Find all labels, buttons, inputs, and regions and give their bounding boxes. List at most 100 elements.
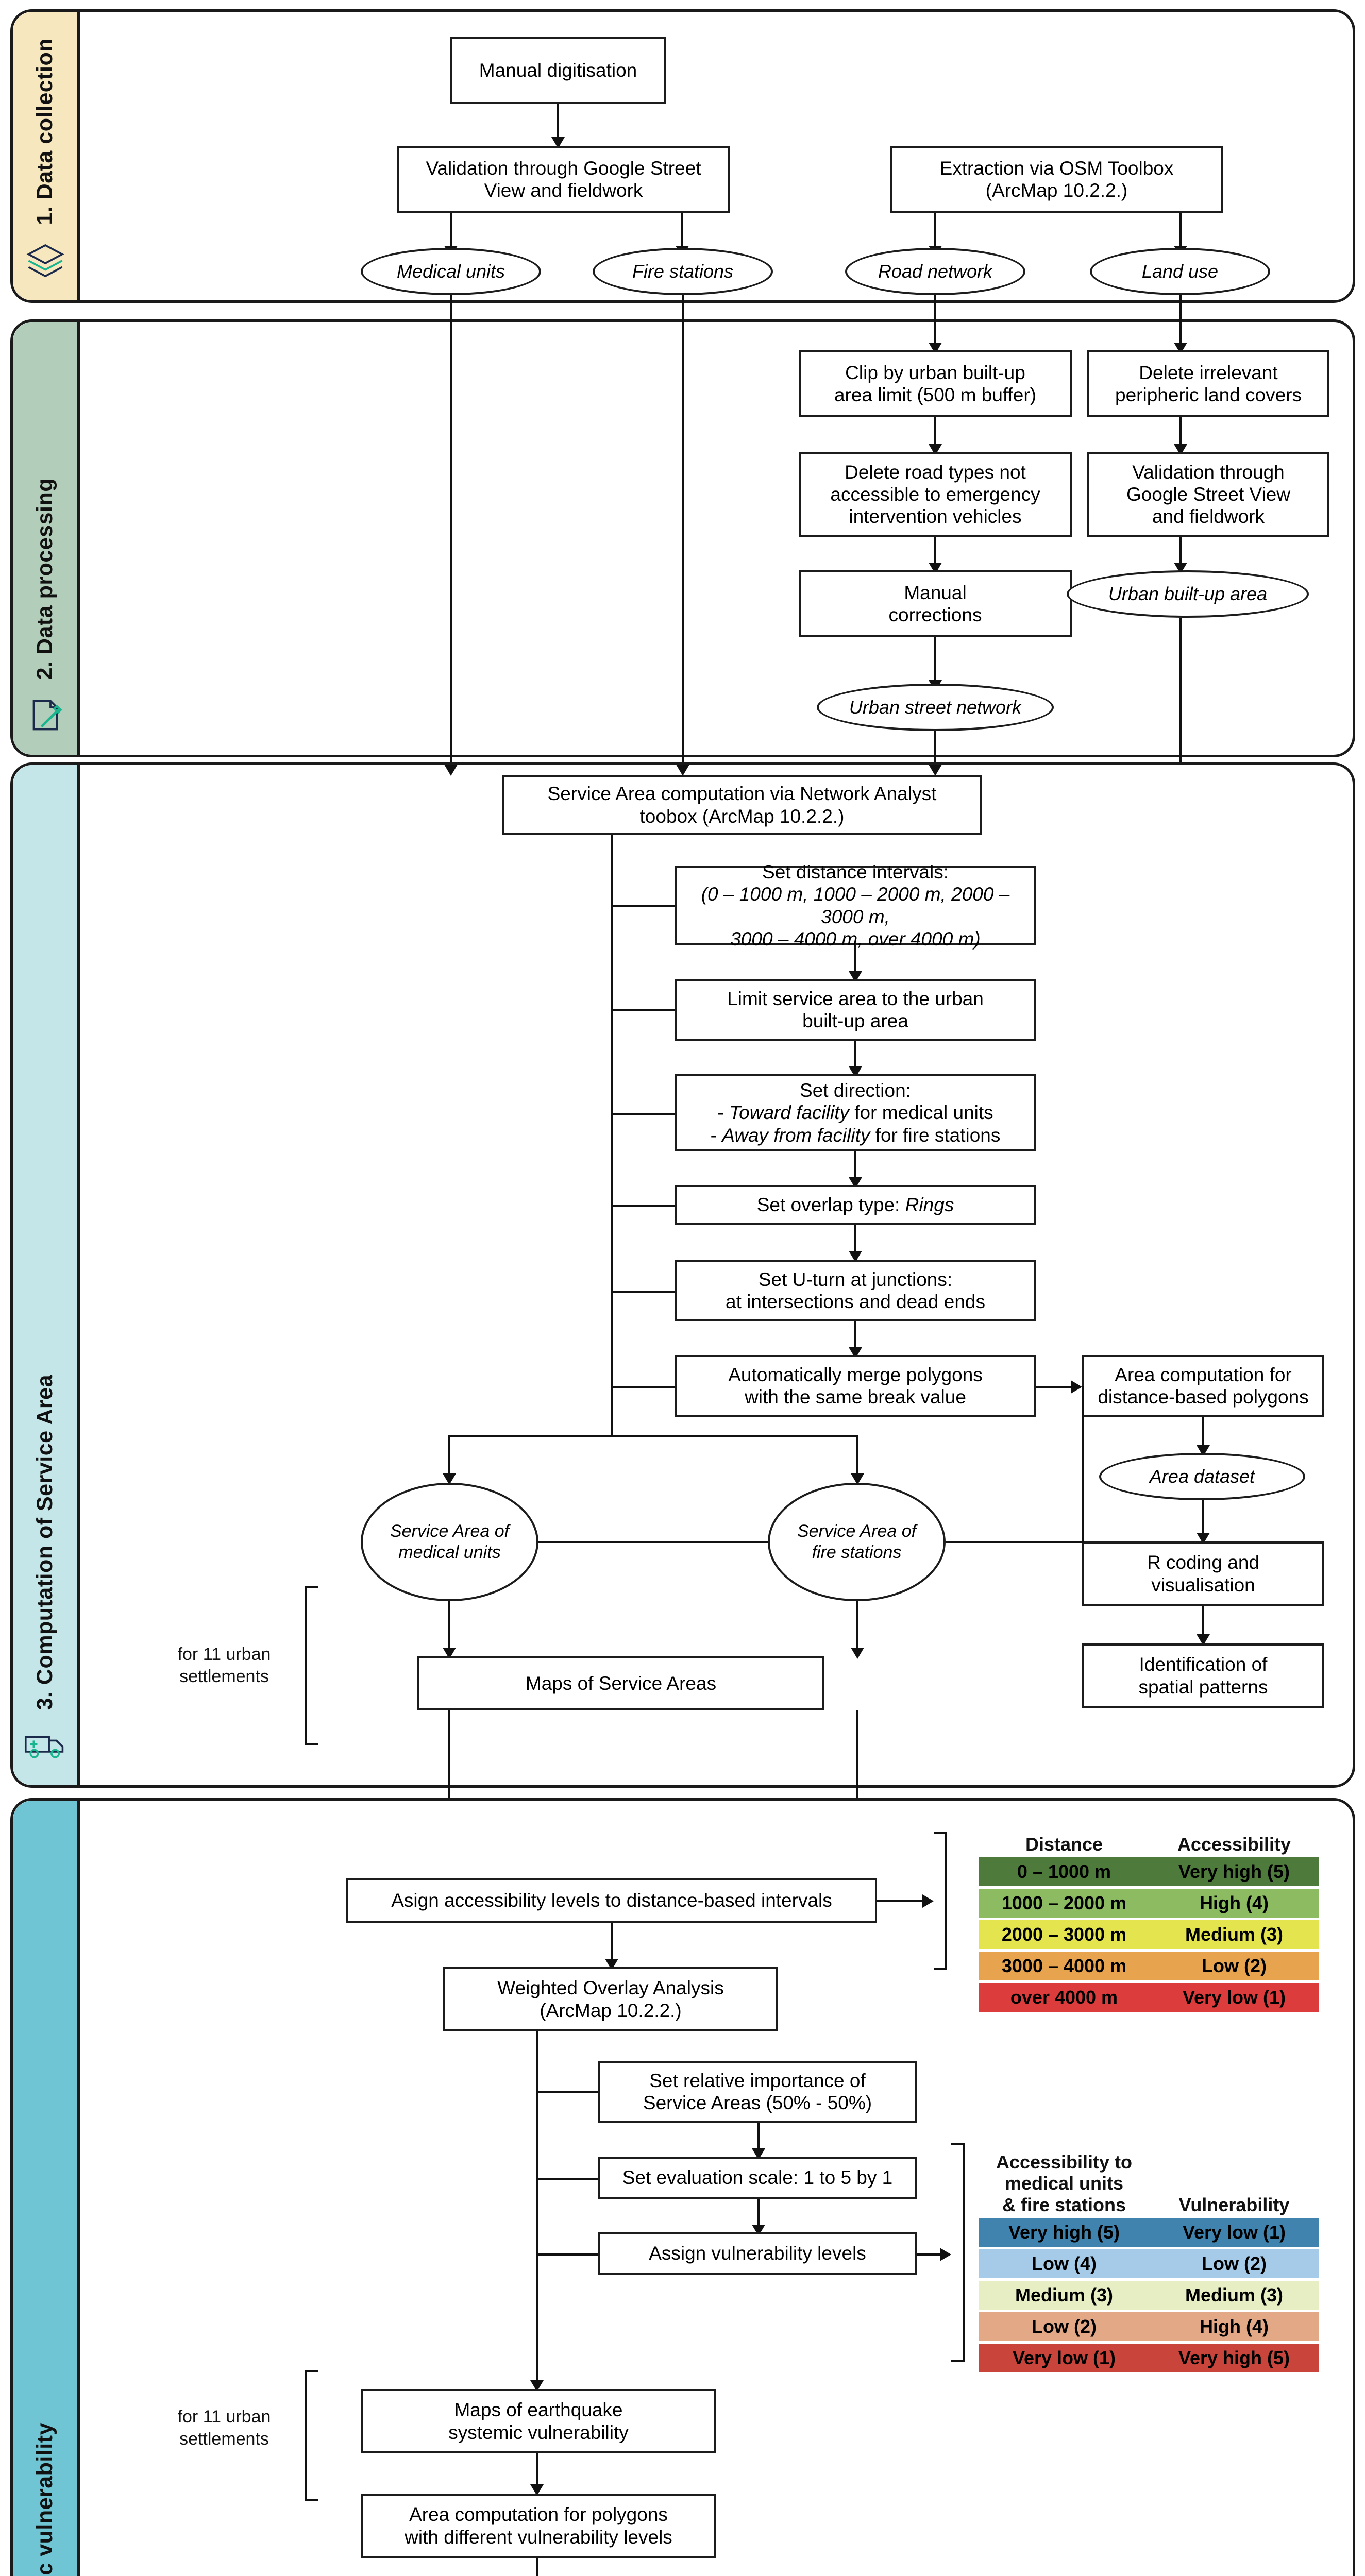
node-label: Service Area of medical units: [390, 1521, 510, 1562]
node-label: Land use: [1141, 261, 1219, 282]
node-set-overlap-type[interactable]: Set overlap type: Rings: [675, 1185, 1036, 1225]
node-direction-line-1: - Toward facility for medical units: [712, 1101, 998, 1124]
connector-fire-down: [682, 295, 684, 769]
node-label: Set relative importance of Service Areas…: [643, 2070, 872, 2113]
node-validation-gsv-1[interactable]: Validation through Google Street View an…: [397, 146, 730, 213]
node-merge-polygons[interactable]: Automatically merge polygons with the sa…: [675, 1355, 1036, 1417]
node-label: Urban street network: [849, 697, 1022, 718]
node-set-uturn[interactable]: Set U-turn at junctions: at intersection…: [675, 1260, 1036, 1321]
node-assign-vulnerability[interactable]: Assign vulnerability levels: [598, 2232, 917, 2275]
legend-header-distance: Distance: [1025, 1833, 1103, 1855]
node-label: Road network: [878, 261, 993, 282]
legend-accessibility-header: Distance Accessibility: [979, 1818, 1319, 1855]
node-label: Limit service area to the urban built-up…: [727, 988, 984, 1031]
node-set-direction[interactable]: Set direction: - Toward facility for med…: [675, 1074, 1036, 1151]
bracket-accessibility-legend: [934, 1832, 947, 1970]
node-label: Area computation for distance-based poly…: [1098, 1364, 1309, 1408]
legend-cell-right: Very low (1): [1182, 1987, 1286, 2008]
node-maps-service-areas[interactable]: Maps of Service Areas: [417, 1656, 824, 1710]
section-4-tab: 4. Mapping systemic vulnerability: [13, 1801, 80, 2576]
node-fire-stations[interactable]: Fire stations: [593, 248, 773, 295]
emphasis: Toward facility: [729, 1102, 849, 1124]
legend-row: Medium (3)Medium (3): [979, 2281, 1319, 2310]
node-label: Set evaluation scale: 1 to 5 by 1: [622, 2167, 893, 2189]
legend-cell-right: Very high (5): [1178, 2347, 1290, 2368]
node-delete-road-types[interactable]: Delete road types not accessible to emer…: [799, 452, 1072, 537]
node-set-distance-intervals[interactable]: Set distance intervals: (0 – 1000 m, 100…: [675, 861, 1036, 950]
node-label: Delete irrelevant peripheric land covers: [1115, 362, 1302, 405]
legend-cell-left: Medium (3): [1015, 2284, 1113, 2306]
connector-settings-spine: [611, 835, 613, 1437]
node-delete-land-covers[interactable]: Delete irrelevant peripheric land covers: [1087, 350, 1329, 417]
node-manual-corrections[interactable]: Manual corrections: [799, 570, 1072, 637]
section-2-title: 2. Data processing: [32, 478, 57, 680]
section-2-tab: 2. Data processing: [13, 322, 80, 755]
node-label: R coding and visualisation: [1147, 1552, 1260, 1596]
dash: -: [710, 1124, 722, 1146]
rest: for medical units: [849, 1102, 993, 1124]
node-urban-builtup-area[interactable]: Urban built-up area: [1067, 570, 1309, 618]
node-maps-vulnerability[interactable]: Maps of earthquake systemic vulnerabilit…: [361, 2389, 716, 2453]
ambulance-icon: [23, 1723, 68, 1768]
legend-cell-left: Very low (1): [1012, 2347, 1116, 2368]
node-label: Automatically merge polygons with the sa…: [728, 1364, 983, 1408]
emphasis: Rings: [905, 1194, 954, 1216]
node-land-use[interactable]: Land use: [1090, 248, 1270, 295]
node-r-coding-s3[interactable]: R coding and visualisation: [1082, 1541, 1324, 1606]
node-label: Area dataset: [1149, 1466, 1255, 1487]
node-medical-units[interactable]: Medical units: [361, 248, 541, 295]
node-weighted-overlay[interactable]: Weighted Overlay Analysis (ArcMap 10.2.2…: [443, 1967, 778, 2031]
node-label: Fire stations: [632, 261, 734, 282]
node-urban-street-network[interactable]: Urban street network: [817, 684, 1054, 731]
node-service-area-fire[interactable]: Service Area of fire stations: [768, 1483, 946, 1601]
node-label: Weighted Overlay Analysis (ArcMap 10.2.2…: [497, 1977, 724, 2021]
legend-cell-left: 2000 – 3000 m: [1001, 1924, 1127, 1945]
legend-cell-left: Low (4): [1032, 2253, 1097, 2274]
node-area-computation-distance[interactable]: Area computation for distance-based poly…: [1082, 1355, 1324, 1417]
section-3-tab: 3. Computation of Service Area: [13, 765, 80, 1785]
prefix: Set overlap type:: [756, 1194, 905, 1216]
node-manual-digitisation[interactable]: Manual digitisation: [450, 37, 666, 104]
legend-row: Very low (1) Very high (5): [979, 2344, 1319, 2372]
section-4-title: 4. Mapping systemic vulnerability: [32, 2422, 58, 2576]
node-road-network[interactable]: Road network: [845, 248, 1025, 295]
legend-cell-left: Low (2): [1032, 2316, 1097, 2337]
node-set-relative-importance[interactable]: Set relative importance of Service Areas…: [598, 2061, 917, 2123]
node-identification-s3[interactable]: Identification of spatial patterns: [1082, 1643, 1324, 1708]
node-clip-buffer[interactable]: Clip by urban built-up area limit (500 m…: [799, 350, 1072, 417]
node-assign-accessibility[interactable]: Asign accessibility levels to distance-b…: [346, 1878, 877, 1923]
node-area-computation-polygons[interactable]: Area computation for polygons with diffe…: [361, 2494, 716, 2558]
node-label: Validation through Google Street View an…: [426, 157, 701, 201]
legend-cell-right: Medium (3): [1185, 1924, 1283, 1945]
node-extraction-osm[interactable]: Extraction via OSM Toolbox (ArcMap 10.2.…: [890, 146, 1223, 213]
legend-cell-right: Low (2): [1202, 2253, 1267, 2274]
legend-vulnerability-rows: Very high (5) Very low (1) Low (4) Low (2) M…: [979, 2218, 1319, 2372]
node-service-area-medical[interactable]: Service Area of medical units: [361, 1483, 538, 1601]
node-service-area-computation[interactable]: Service Area computation via Network Ana…: [502, 775, 982, 835]
emphasis: Away from facility: [722, 1124, 870, 1146]
node-limit-service-area[interactable]: Limit service area to the urban built-up…: [675, 979, 1036, 1041]
section-3-title: 3. Computation of Service Area: [32, 1374, 57, 1710]
node-validation-gsv-2[interactable]: Validation through Google Street View an…: [1087, 452, 1329, 537]
legend-cell-right: Low (2): [1202, 1955, 1267, 1976]
legend-cell-right: Very high (5): [1178, 1861, 1290, 1882]
node-label: Maps of Service Areas: [525, 1672, 717, 1694]
legend-row: Low (2)High (4): [979, 2312, 1319, 2341]
bracket-label-s4: for 11 urban settlements: [177, 2407, 271, 2449]
bracket-11-settlements-s3: [305, 1586, 318, 1745]
node-area-dataset-s3[interactable]: Area dataset: [1099, 1453, 1305, 1500]
connector-s4-spine: [536, 2031, 538, 2387]
node-label: Asign accessibility levels to distance-b…: [391, 1890, 832, 1911]
node-set-evaluation-scale[interactable]: Set evaluation scale: 1 to 5 by 1: [598, 2157, 917, 2199]
legend-cell-right: High (4): [1200, 1892, 1269, 1913]
node-label: Area computation for polygons with diffe…: [405, 2504, 672, 2548]
node-label: Set overlap type: Rings: [752, 1192, 959, 1218]
node-label: Assign vulnerability levels: [649, 2243, 866, 2264]
node-label: Service Area of fire stations: [797, 1521, 917, 1562]
legend-cell-right: Very low (1): [1182, 2222, 1286, 2243]
